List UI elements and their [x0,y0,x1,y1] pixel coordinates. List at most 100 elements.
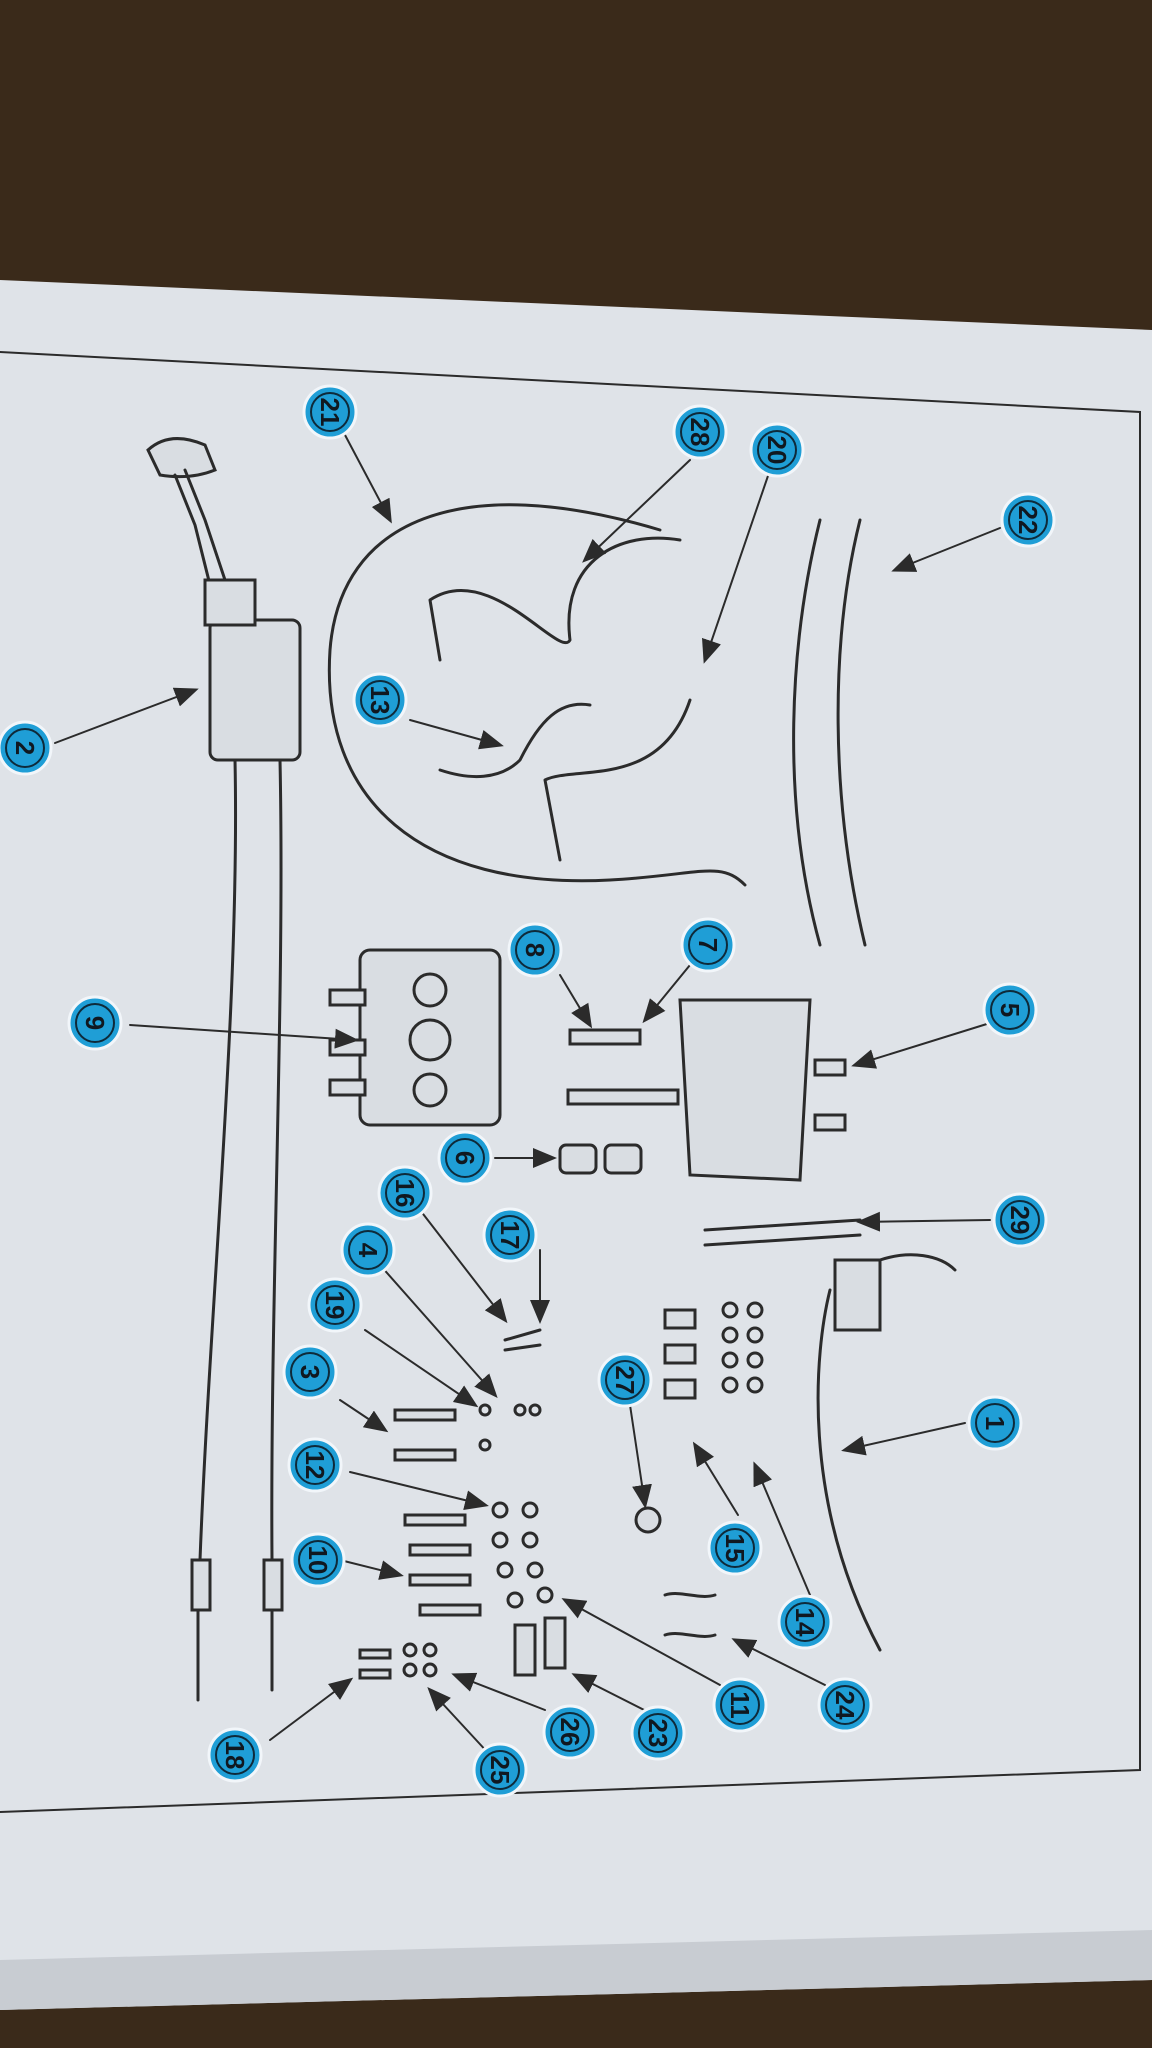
callout-21: 21 [302,384,358,440]
callout-number: 5 [995,1003,1025,1017]
callout-number: 2 [10,741,40,755]
callout-12: 12 [287,1437,343,1493]
callout-ring [215,1735,255,1775]
callout-19: 19 [307,1277,363,1333]
callout-15: 15 [707,1520,763,1576]
spacer-tubes [558,1143,643,1175]
callout-number: 17 [495,1221,525,1250]
bent-tube [428,536,682,662]
callout-number: 22 [1013,506,1043,535]
callout-number: 20 [762,436,792,465]
callout-ring [638,1713,678,1753]
callout-number: 3 [295,1365,325,1379]
callout-ring [720,1685,760,1725]
callout-number: 15 [720,1534,750,1563]
callout-ring [990,990,1030,1030]
callout-ring [480,1750,520,1790]
bent-tube-20 [543,698,692,862]
callout-17: 17 [482,1207,538,1263]
callout-number: 12 [300,1451,330,1480]
callout-number: 6 [450,1151,480,1165]
callout-number: 7 [693,938,723,952]
callout-14: 14 [777,1594,833,1650]
callout-ring [445,1138,485,1178]
callout-number: 27 [610,1366,640,1395]
callout-number: 1 [980,1416,1010,1430]
mounting-bracket [678,998,847,1182]
callout-ring [680,412,720,452]
callout-ring [1008,500,1048,540]
callout-ring [298,1540,338,1580]
callout-28: 28 [672,404,728,460]
leader-lines [54,434,1001,1756]
callout-number: 18 [220,1741,250,1770]
callout-number: 28 [685,418,715,447]
callout-ring [975,1403,1015,1443]
valve-bolts [566,1028,680,1106]
lever-handle [878,1253,957,1272]
callout-23: 23 [630,1705,686,1761]
callout-26: 26 [542,1704,598,1760]
callout-9: 9 [67,995,123,1051]
callout-number: 21 [315,398,345,427]
callout-ring [825,1685,865,1725]
callout-ring [295,1445,335,1485]
callout-ring [490,1215,530,1255]
lever-bracket [833,1258,882,1332]
callout-number: 8 [520,943,550,957]
callout-ring [757,430,797,470]
callout-ring [1000,1200,1040,1240]
callout-3: 3 [282,1344,338,1400]
callout-ring [715,1528,755,1568]
callout-13: 13 [352,672,408,728]
callout-number: 25 [485,1756,515,1785]
callout-ring [515,930,555,970]
callout-ring [75,1003,115,1043]
callout-2: 2 [0,720,53,776]
callout-25: 25 [472,1742,528,1798]
callout-number: 19 [320,1291,350,1320]
rods [703,1218,862,1247]
callout-11: 11 [712,1677,768,1733]
callout-number: 24 [830,1691,860,1720]
callout-22: 22 [1000,492,1056,548]
callout-ring [688,925,728,965]
short-bent-tube [438,702,592,779]
callout-number: 29 [1005,1206,1035,1235]
callout-number: 9 [80,1016,110,1030]
lever-arm [816,1288,882,1652]
callout-ring [785,1602,825,1642]
control-valve [328,948,502,1127]
callout-10: 10 [290,1532,346,1588]
callout-number: 10 [303,1546,333,1575]
callout-ring [605,1360,645,1400]
paper-shadow [0,1930,1152,2010]
callout-ring [290,1352,330,1392]
callout-number: 4 [353,1243,383,1258]
callout-ring [550,1712,590,1752]
callout-24: 24 [817,1677,873,1733]
callout-number: 13 [365,686,395,715]
callout-29: 29 [992,1192,1048,1248]
flexible-hoses [792,518,867,947]
callout-number: 11 [725,1691,755,1719]
callout-7: 7 [680,917,736,973]
callout-ring [348,1230,388,1270]
callout-number: 26 [555,1718,585,1747]
callout-8: 8 [507,922,563,978]
callout-5: 5 [982,982,1038,1038]
callout-ring [315,1285,355,1325]
callout-number: 14 [790,1608,820,1637]
callout-ring [360,680,400,720]
callout-1: 1 [967,1395,1023,1451]
callout-4: 4 [340,1222,396,1278]
diagram-border [0,351,1141,1813]
callout-ring [310,392,350,432]
joystick-assembly [146,437,302,1702]
callout-number: 16 [390,1179,420,1208]
callout-ring [385,1173,425,1213]
callout-27: 27 [597,1352,653,1408]
callout-20: 20 [749,422,805,478]
long-hose-loop [327,503,747,887]
